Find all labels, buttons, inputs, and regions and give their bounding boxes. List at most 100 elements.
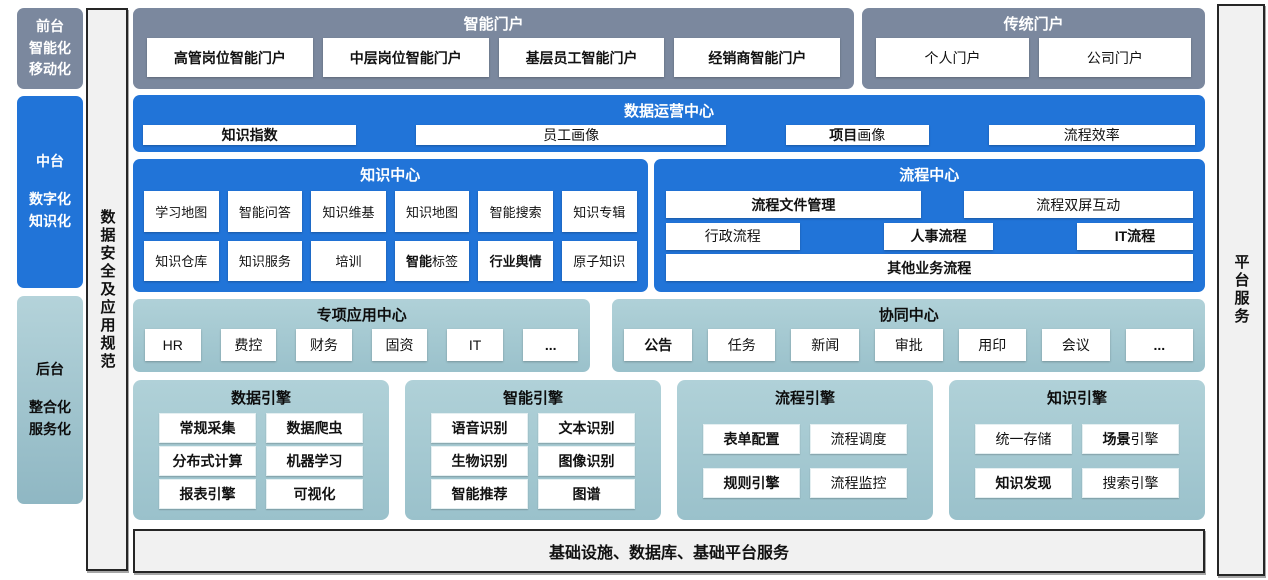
- process-item: 人事流程: [884, 222, 993, 250]
- main-content: 智能门户 高管岗位智能门户 中层岗位智能门户 基层员工智能门户 经销商智能门户 …: [133, 0, 1205, 573]
- process-item: 流程双屏互动: [963, 191, 1193, 218]
- smart-portal-item: 经销商智能门户: [674, 38, 841, 77]
- rail-middle-office: 中台 数字化 知识化: [17, 96, 83, 288]
- ai-engine-items: 语音识别 文本识别 生物识别 图像识别 智能推荐 图谱: [431, 410, 635, 512]
- engine-item: 统一存储: [975, 424, 1072, 454]
- rail-line: 后台: [36, 361, 64, 378]
- process-engine-items: 表单配置 流程调度 规则引擎 流程监控: [703, 410, 907, 512]
- engine-item: 机器学习: [266, 446, 363, 476]
- process-item: 行政流程: [665, 222, 801, 250]
- foundation-row: 基础设施、数据库、基础平台服务: [133, 529, 1205, 573]
- knowledge-item: 智能标签: [394, 240, 470, 281]
- data-ops-item: 项目画像: [786, 125, 929, 145]
- platform-service-label: 平台服务: [1232, 254, 1250, 326]
- knowledge-item: 智能问答: [227, 191, 303, 232]
- process-item: 其他业务流程: [665, 254, 1193, 281]
- rail-line: 中台: [36, 153, 64, 170]
- process-row-1: 流程文件管理 流程双屏互动: [665, 191, 1193, 218]
- engine-item: 流程监控: [810, 468, 907, 498]
- foundation-label: 基础设施、数据库、基础平台服务: [548, 545, 789, 562]
- data-ops-item: 员工画像: [416, 125, 726, 145]
- center-row: 知识中心 学习地图 智能问答 知识维基 知识地图 智能搜索 知识专辑 知识仓库 …: [133, 159, 1205, 292]
- collab-center-panel: 协同中心 公告 任务 新闻 审批 用印 会议 ...: [612, 299, 1205, 372]
- knowledge-center-items: 学习地图 智能问答 知识维基 知识地图 智能搜索 知识专辑 知识仓库 知识服务 …: [133, 189, 648, 292]
- engine-item: 图谱: [538, 479, 635, 509]
- knowledge-item: 培训: [311, 240, 386, 281]
- engine-item: 场景引擎: [1082, 424, 1179, 454]
- special-apps-title: 专项应用中心: [316, 307, 407, 324]
- engine-item: 表单配置: [703, 424, 800, 454]
- special-app-item: 费控: [220, 329, 277, 361]
- knowledge-engine-panel: 知识引擎 统一存储 场景引擎 知识发现 搜索引擎: [949, 380, 1205, 520]
- smart-portal-panel: 智能门户 高管岗位智能门户 中层岗位智能门户 基层员工智能门户 经销商智能门户: [133, 8, 855, 89]
- collab-center-title: 协同中心: [878, 307, 939, 324]
- smart-portal-item: 中层岗位智能门户: [322, 38, 489, 77]
- rail-line: 数字化: [29, 191, 71, 208]
- knowledge-item: 知识专辑: [561, 191, 637, 232]
- smart-portal-item: 高管岗位智能门户: [147, 38, 313, 77]
- engine-item: 可视化: [266, 479, 363, 509]
- special-app-item: IT: [447, 329, 503, 361]
- rail-front-office: 前台 智能化 移动化: [17, 8, 83, 89]
- traditional-portal-items: 个人门户 公司门户: [862, 38, 1205, 89]
- rail-line: 知识化: [29, 212, 71, 229]
- special-app-item: 固资: [371, 329, 428, 361]
- process-center-title: 流程中心: [899, 167, 960, 184]
- data-engine-items: 常规采集 数据爬虫 分布式计算 机器学习 报表引擎 可视化: [159, 410, 363, 512]
- apps-row: 专项应用中心 HR 费控 财务 固资 IT ... 协同中心 公告 任务 新闻 …: [133, 299, 1205, 372]
- knowledge-item: 知识维基: [311, 191, 386, 232]
- engine-item: 生物识别: [431, 446, 528, 476]
- knowledge-item: 学习地图: [144, 191, 219, 232]
- process-center-panel: 流程中心 流程文件管理 流程双屏互动 行政流程 人事流程 IT流程 其他业务流程: [653, 159, 1205, 292]
- engine-item: 语音识别: [431, 413, 528, 443]
- process-center-items: 流程文件管理 流程双屏互动 行政流程 人事流程 IT流程 其他业务流程: [654, 189, 1205, 292]
- engine-item: 搜索引擎: [1082, 468, 1179, 498]
- special-apps-panel: 专项应用中心 HR 费控 财务 固资 IT ...: [133, 299, 591, 372]
- engine-item: 分布式计算: [159, 446, 256, 476]
- data-ops-item: 流程效率: [988, 125, 1195, 145]
- knowledge-item: 原子知识: [561, 240, 637, 281]
- smart-portal-items: 高管岗位智能门户 中层岗位智能门户 基层员工智能门户 经销商智能门户: [133, 38, 854, 89]
- collab-item: 用印: [958, 329, 1027, 361]
- collab-item: 审批: [874, 329, 943, 361]
- special-app-item: 财务: [296, 329, 352, 361]
- traditional-portal-title: 传统门户: [1003, 16, 1064, 33]
- engine-item: 报表引擎: [159, 479, 256, 509]
- data-security-label: 数据安全及应用规范: [98, 208, 116, 371]
- engine-item: 文本识别: [538, 413, 635, 443]
- knowledge-item: 知识仓库: [144, 240, 219, 281]
- platform-service-bar: 平台服务: [1217, 4, 1265, 576]
- engine-item: 知识发现: [975, 468, 1072, 498]
- traditional-portal-item: 公司门户: [1038, 38, 1192, 77]
- process-row-2: 行政流程 人事流程 IT流程: [665, 222, 1193, 250]
- data-security-bar: 数据安全及应用规范: [86, 8, 128, 571]
- engine-item: 规则引擎: [703, 468, 800, 498]
- data-engine-panel: 数据引擎 常规采集 数据爬虫 分布式计算 机器学习 报表引擎 可视化: [133, 380, 389, 520]
- engine-item: 图像识别: [538, 446, 635, 476]
- special-apps-items: HR 费控 财务 固资 IT ...: [133, 329, 590, 372]
- process-engine-panel: 流程引擎 表单配置 流程调度 规则引擎 流程监控: [677, 380, 933, 520]
- collab-item: 公告: [624, 329, 692, 361]
- engines-row: 数据引擎 常规采集 数据爬虫 分布式计算 机器学习 报表引擎 可视化 智能引擎 …: [133, 380, 1205, 520]
- collab-item: ...: [1125, 329, 1194, 361]
- rail-line: 服务化: [29, 420, 71, 437]
- data-ops-items: 知识指数 员工画像 项目画像 流程效率: [133, 125, 1205, 154]
- knowledge-engine-title: 知识引擎: [1046, 390, 1107, 407]
- rail-line: 前台: [36, 17, 64, 34]
- ai-engine-panel: 智能引擎 语音识别 文本识别 生物识别 图像识别 智能推荐 图谱: [405, 380, 661, 520]
- rail-line: 整合化: [29, 399, 71, 416]
- rail-back-office: 后台 整合化 服务化: [17, 296, 83, 504]
- data-ops-title: 数据运营中心: [623, 103, 714, 120]
- traditional-portal-item: 个人门户: [876, 38, 1029, 77]
- engine-item: 智能推荐: [431, 479, 528, 509]
- process-item: 流程文件管理: [665, 191, 922, 218]
- data-ops-panel: 数据运营中心 知识指数 员工画像 项目画像 流程效率: [133, 95, 1205, 152]
- knowledge-item: 行业舆情: [478, 240, 553, 281]
- knowledge-item: 智能搜索: [478, 191, 553, 232]
- foundation-bar: 基础设施、数据库、基础平台服务: [133, 529, 1205, 573]
- data-engine-title: 数据引擎: [230, 390, 291, 407]
- portal-row: 智能门户 高管岗位智能门户 中层岗位智能门户 基层员工智能门户 经销商智能门户 …: [133, 8, 1205, 89]
- engine-item: 数据爬虫: [266, 413, 363, 443]
- rail-line: 移动化: [29, 61, 71, 78]
- process-row-3: 其他业务流程: [665, 254, 1193, 281]
